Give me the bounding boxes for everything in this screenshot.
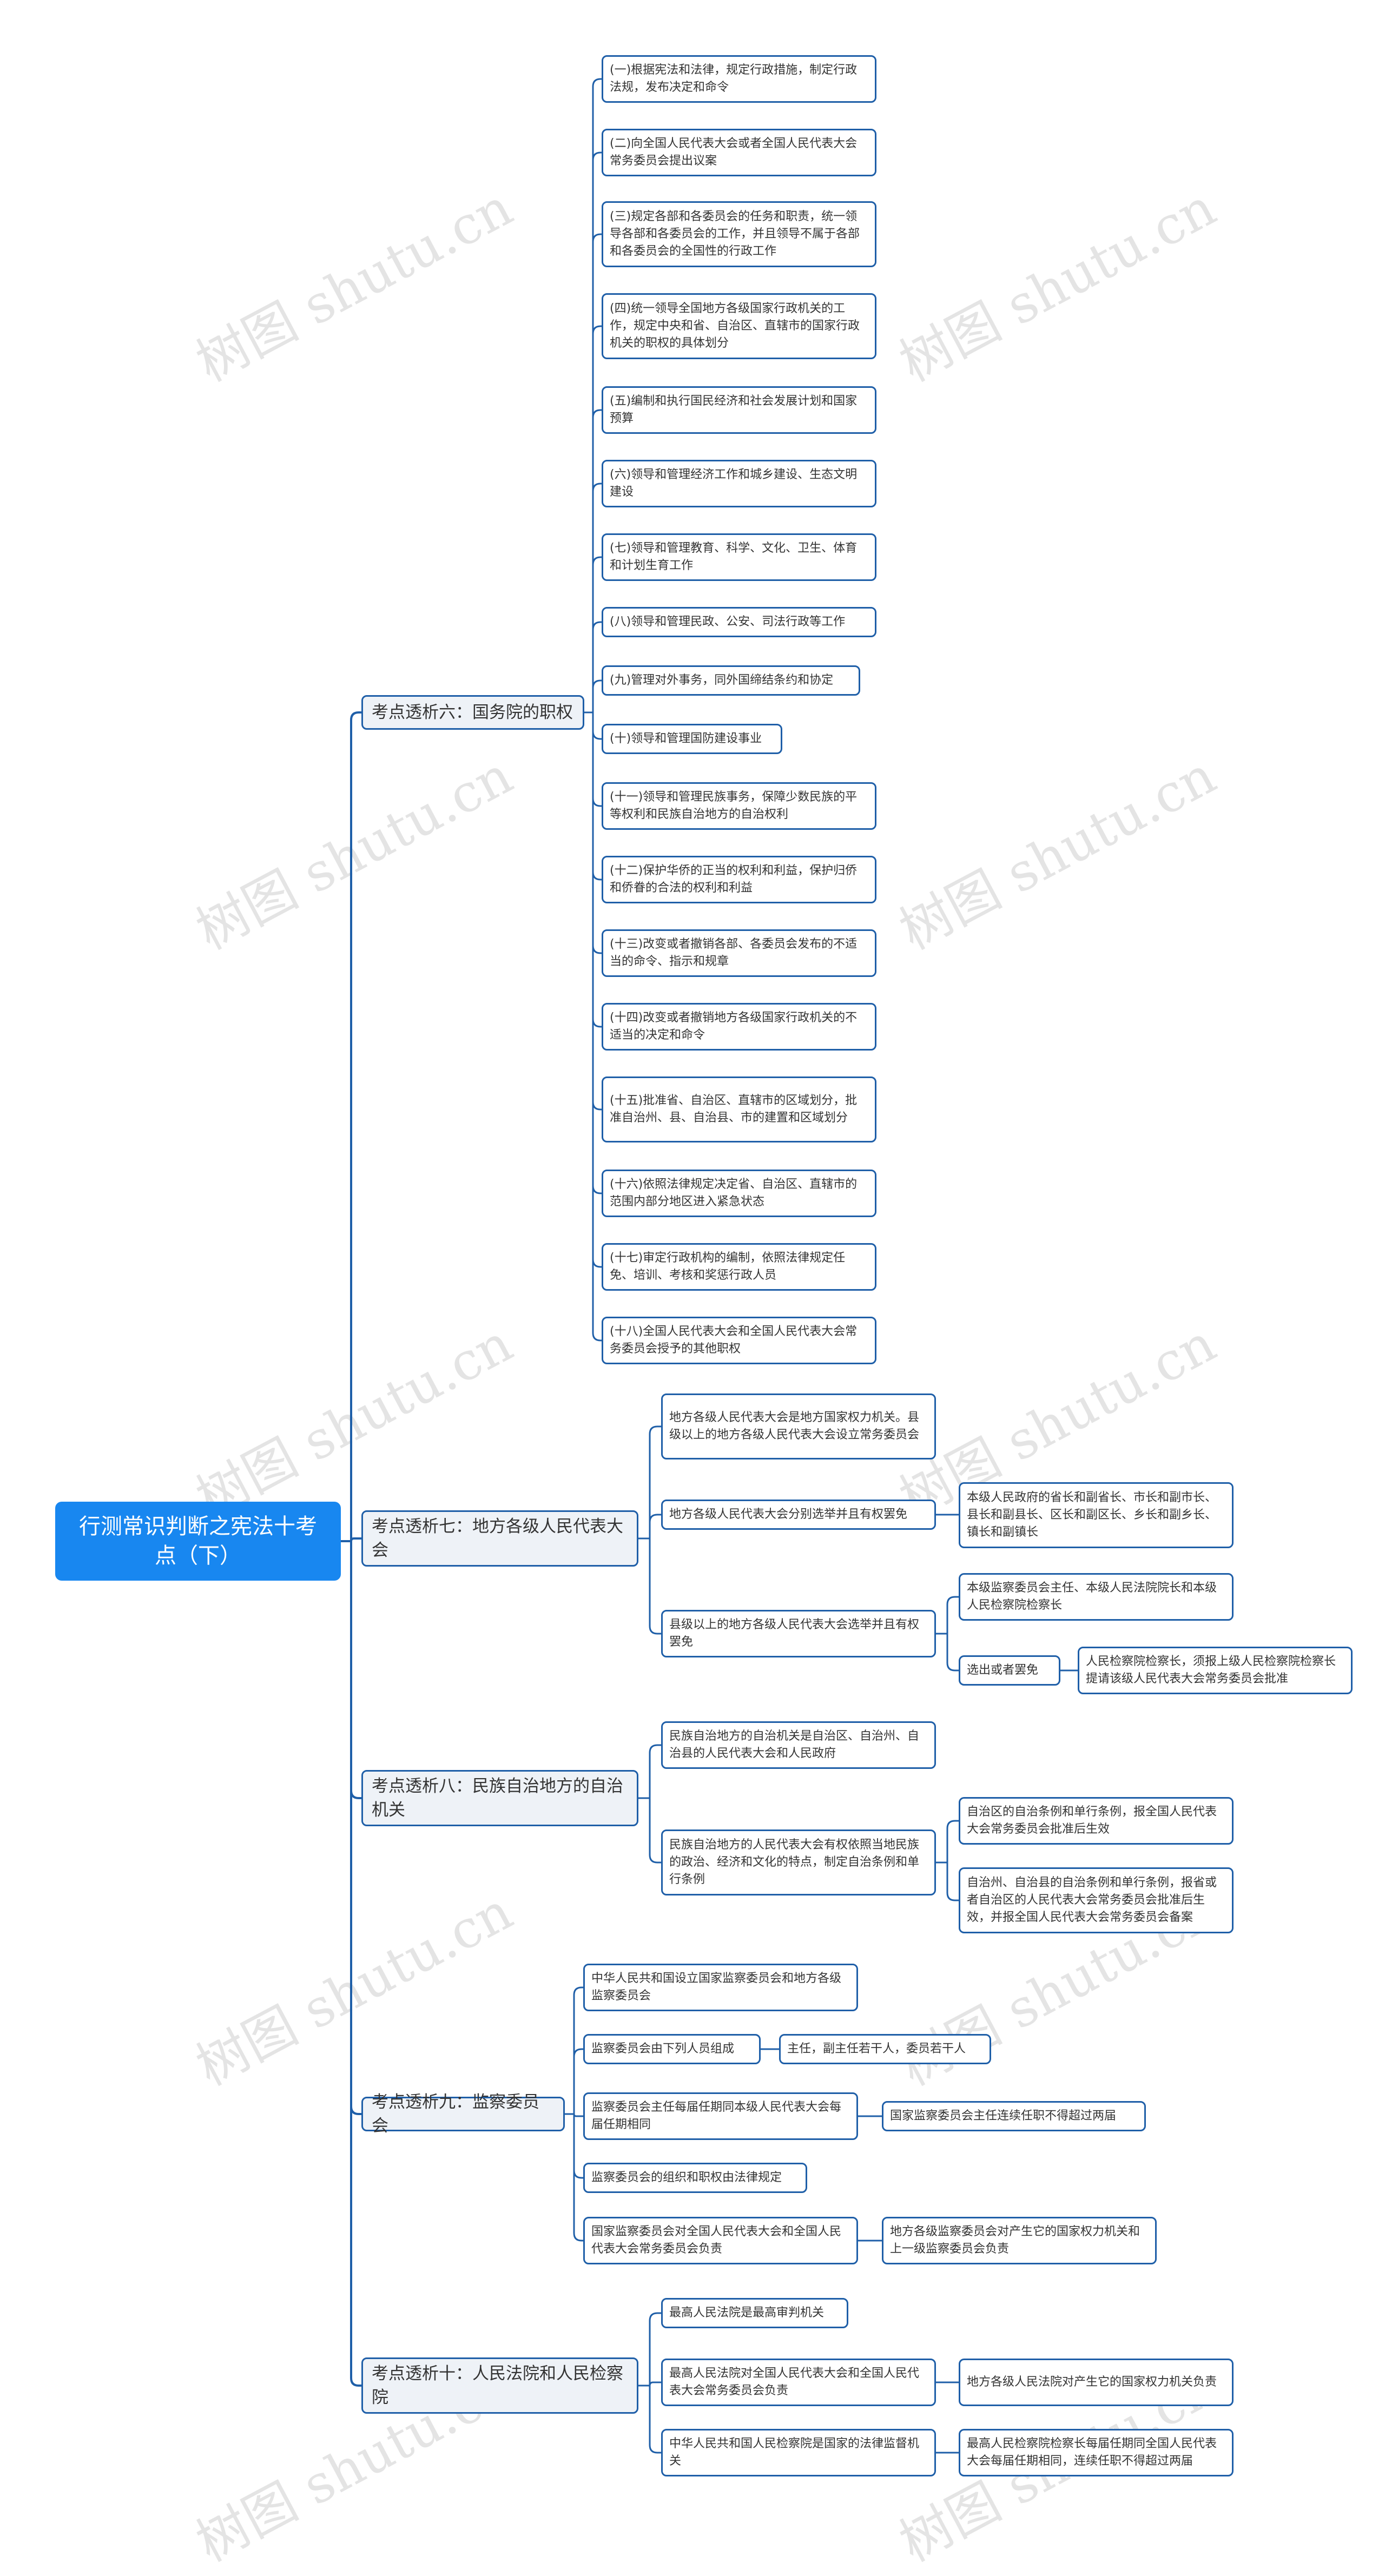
branch-item[interactable]: 最高人民法院对全国人民代表大会和全国人民代表大会常务委员会负责 <box>661 2359 936 2406</box>
root-topic[interactable]: 行测常识判断之宪法十考点（下） <box>55 1502 341 1581</box>
connector-line <box>638 2385 661 2454</box>
category-state-council-powers[interactable]: 考点透析六：国务院的职权 <box>361 695 584 730</box>
branch-item[interactable]: 县级以上的地方各级人民代表大会选举并且有权罢免 <box>661 1610 936 1657</box>
connector-line <box>565 2048 583 2115</box>
connector-line <box>638 1744 661 1799</box>
leaf-item[interactable]: (一)根据宪法和法律，规定行政措施，制定行政法规，发布决定和命令 <box>602 55 876 103</box>
leaf-item[interactable]: 地方各级监察委员会对产生它的国家权力机关和上一级监察委员会负责 <box>882 2217 1157 2264</box>
leaf-item[interactable]: (八)领导和管理民政、公安、司法行政等工作 <box>602 607 876 637</box>
leaf-item[interactable]: (七)领导和管理教育、科学、文化、卫生、体育和计划生育工作 <box>602 533 876 581</box>
connector-line <box>584 556 602 714</box>
leaf-item[interactable]: 人民检察院检察长，须报上级人民检察院检察长提请该级人民代表大会常务委员会批准 <box>1078 1647 1353 1694</box>
connector-line <box>584 679 602 714</box>
leaf-item[interactable]: 本级监察委员会主任、本级人民法院院长和本级人民检察院检察长 <box>959 1573 1234 1621</box>
leaf-item[interactable]: 本级人民政府的省长和副省长、市长和副市长、县长和副县长、区长和副区长、乡长和副乡… <box>959 1482 1234 1548</box>
leaf-item[interactable]: (五)编制和执行国民经济和社会发展计划和国家预算 <box>602 386 876 434</box>
branch-item[interactable]: 地方各级人民代表大会分别选举并且有权罢免 <box>661 1500 936 1530</box>
leaf-item[interactable]: 最高人民法院是最高审判机关 <box>661 2298 848 2328</box>
leaf-item[interactable]: (四)统一领导全国地方各级国家行政机关的工作，规定中央和省、自治区、直辖市的国家… <box>602 293 876 359</box>
branch-item[interactable]: 监察委员会由下列人员组成 <box>583 2034 761 2064</box>
leaf-item[interactable]: (十一)领导和管理民族事务，保障少数民族的平等权利和民族自治地方的自治权利 <box>602 782 876 830</box>
connector-line <box>936 1820 959 1864</box>
leaf-item[interactable]: (三)规定各部和各委员会的任务和职责，统一领导各部和各委员会的工作，并且领导不属… <box>602 201 876 267</box>
connector-line <box>584 409 602 714</box>
connector-line <box>565 2113 583 2242</box>
connector-line <box>638 1514 661 1540</box>
connector-line <box>584 78 602 714</box>
leaf-item[interactable]: (十八)全国人民代表大会和全国人民代表大会常务委员会授予的其他职权 <box>602 1317 876 1364</box>
leaf-item[interactable]: (十六)依照法律规定决定省、自治区、直辖市的范围内部分地区进入紧急状态 <box>602 1170 876 1217</box>
category-autonomous-organs[interactable]: 考点透析八：民族自治地方的自治机关 <box>361 1770 638 1826</box>
branch-item[interactable]: 中华人民共和国人民检察院是国家的法律监督机关 <box>661 2429 936 2476</box>
branch-item[interactable]: 选出或者罢免 <box>959 1655 1060 1686</box>
leaf-item[interactable]: 国家监察委员会主任连续任职不得超过两届 <box>882 2101 1146 2131</box>
branch-item[interactable]: 国家监察委员会对全国人民代表大会和全国人民代表大会常务委员会负责 <box>583 2217 858 2264</box>
leaf-item[interactable]: 最高人民检察院检察长每届任期同全国人民代表大会每届任期相同，连续任职不得超过两届 <box>959 2429 1234 2476</box>
branch-item[interactable]: 监察委员会主任每届任期同本级人民代表大会每届任期相同 <box>583 2092 858 2140</box>
connector-line <box>638 1537 661 1635</box>
leaf-item[interactable]: 民族自治地方的自治机关是自治区、自治州、自治县的人民代表大会和人民政府 <box>661 1721 936 1769</box>
connector-line <box>584 483 602 714</box>
branch-item[interactable]: 民族自治地方的人民代表大会有权依照当地民族的政治、经济和文化的特点，制定自治条例… <box>661 1829 936 1895</box>
connector-line <box>638 2312 661 2387</box>
connector-line <box>584 325 602 714</box>
category-courts-and-procuratorates[interactable]: 考点透析十：人民法院和人民检察院 <box>361 2357 638 2414</box>
connector-line <box>584 711 602 1342</box>
leaf-item[interactable]: (十二)保护华侨的正当的权利和利益，保护归侨和侨眷的合法的权利和利益 <box>602 856 876 903</box>
leaf-item[interactable]: 地方各级人民代表大会是地方国家权力机关。县级以上的地方各级人民代表大会设立常务委… <box>661 1393 936 1459</box>
connector-line <box>936 1633 959 1672</box>
leaf-item[interactable]: (十)领导和管理国防建设事业 <box>602 724 782 754</box>
leaf-item[interactable]: 主任，副主任若干人，委员若干人 <box>779 2034 991 2064</box>
leaf-item[interactable]: (二)向全国人民代表大会或者全国人民代表大会常务委员会提出议案 <box>602 129 876 176</box>
connector-line <box>936 1596 959 1635</box>
connector-line <box>584 233 602 714</box>
leaf-item[interactable]: 地方各级人民法院对产生它的国家权力机关负责 <box>959 2359 1234 2406</box>
category-local-peoples-congress[interactable]: 考点透析七：地方各级人民代表大会 <box>361 1510 638 1567</box>
connector-lines <box>341 78 1078 2454</box>
leaf-item[interactable]: (六)领导和管理经济工作和城乡建设、生态文明建设 <box>602 460 876 507</box>
connector-line <box>936 1861 959 1901</box>
leaf-item[interactable]: (十三)改变或者撤销各部、各委员会发布的不适当的命令、指示和规章 <box>602 929 876 977</box>
leaf-item[interactable]: (十五)批准省、自治区、直辖市的区域划分，批准自治州、县、自治县、市的建置和区域… <box>602 1076 876 1142</box>
connector-line <box>341 1540 361 2387</box>
connector-line <box>565 1986 583 2115</box>
connector-line <box>638 1425 661 1540</box>
leaf-item[interactable]: (十七)审定行政机构的编制，依照法律规定任免、培训、考核和奖惩行政人员 <box>602 1243 876 1291</box>
leaf-item[interactable]: 自治州、自治县的自治条例和单行条例，报省或者自治区的人民代表大会常务委员会批准后… <box>959 1867 1234 1933</box>
leaf-item[interactable]: 中华人民共和国设立国家监察委员会和地方各级监察委员会 <box>583 1964 858 2011</box>
connector-line <box>584 151 602 714</box>
category-supervisory-commission[interactable]: 考点透析九：监察委员会 <box>361 2092 565 2136</box>
leaf-item[interactable]: 自治区的自治条例和单行条例，报全国人民代表大会常务委员会批准后生效 <box>959 1797 1234 1845</box>
leaf-item[interactable]: (十四)改变或者撤销地方各级国家行政机关的不适当的决定和命令 <box>602 1003 876 1051</box>
connector-line <box>341 711 361 1542</box>
connector-line <box>638 1797 661 1864</box>
connector-line <box>584 621 602 714</box>
leaf-item[interactable]: (九)管理对外事务，同外国缔结条约和协定 <box>602 665 860 696</box>
leaf-item[interactable]: 监察委员会的组织和职权由法律规定 <box>583 2163 807 2193</box>
